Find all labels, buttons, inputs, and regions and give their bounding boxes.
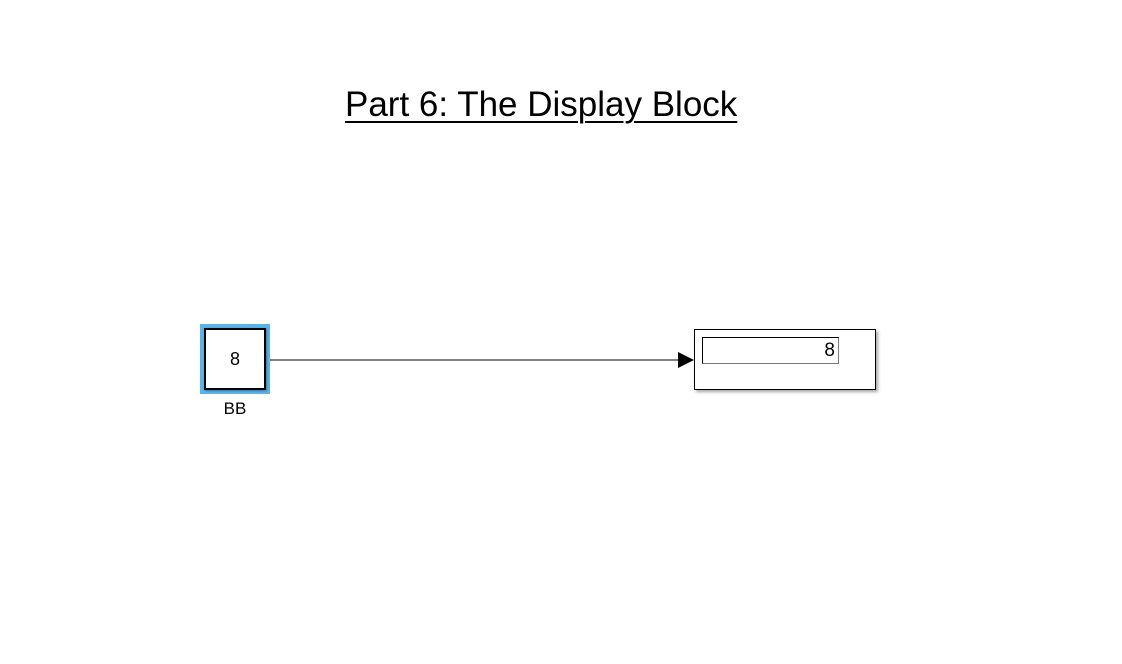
diagram-title[interactable]: Part 6: The Display Block	[345, 85, 738, 124]
constant-block-value: 8	[204, 328, 266, 390]
constant-block[interactable]: 8	[200, 324, 270, 394]
display-value-field: 8	[702, 337, 839, 364]
constant-block-label[interactable]: BB	[223, 399, 247, 418]
display-block[interactable]: 8	[694, 329, 876, 390]
signal-arrowhead-icon	[678, 352, 694, 368]
